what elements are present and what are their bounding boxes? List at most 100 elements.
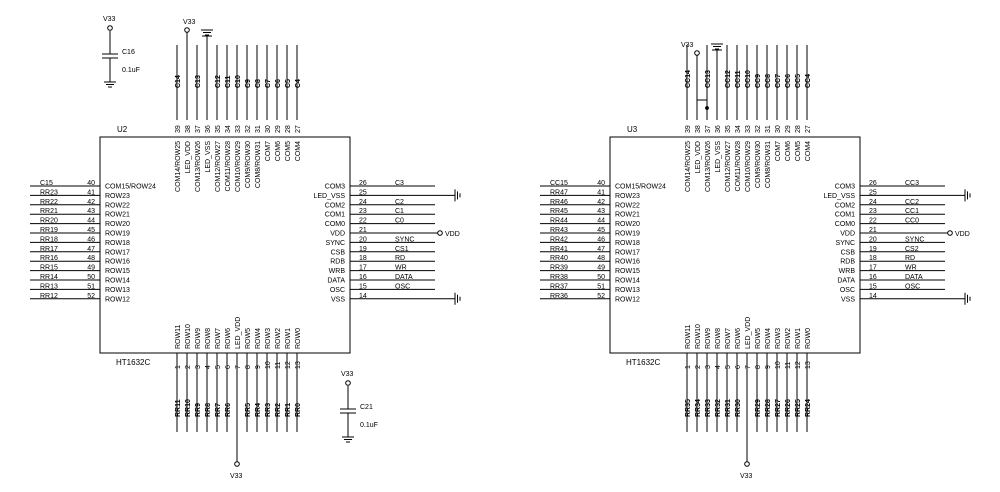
pin-number: 13: [805, 361, 812, 369]
pin-name: COM7: [265, 141, 272, 161]
pin-number: 29: [785, 125, 792, 133]
net-label: RR37: [550, 283, 568, 290]
pin-name: COM11/ROW28: [735, 141, 742, 192]
power-port-icon: [107, 25, 113, 31]
pin-number: 41: [87, 189, 95, 196]
pin-number: 44: [597, 218, 605, 225]
net-label: RR10: [185, 399, 192, 417]
pin-number: 17: [359, 265, 367, 272]
capacitor-reference: C21: [360, 404, 373, 411]
pin-name: VDD: [330, 231, 345, 238]
pin-number: 7: [235, 365, 242, 369]
net-label: DATA: [905, 274, 923, 281]
net-label: DATA: [395, 274, 413, 281]
pin-name: VSS: [841, 296, 855, 303]
pin-number: 46: [87, 236, 95, 243]
pin-number: 48: [87, 255, 95, 262]
pin-name: ROW22: [105, 202, 130, 209]
pin-name: OSC: [330, 287, 345, 294]
pin-name: ROW11: [175, 325, 182, 349]
pin-number: 50: [87, 274, 95, 281]
chip-part-number: HT1632C: [626, 358, 660, 367]
net-label: C13: [195, 75, 202, 88]
net-label: CC3: [905, 180, 919, 187]
pin-name: COM0: [835, 221, 855, 228]
pin-name: ROW8: [715, 328, 722, 349]
net-label: C14: [175, 75, 182, 88]
net-label: CC9: [755, 74, 762, 88]
chip-u2: U2HT1632C39COM14/ROW25C1438LED_VDD37COM1…: [30, 19, 461, 480]
net-label: RR46: [550, 199, 568, 206]
pin-number: 3: [705, 365, 712, 369]
net-label: RR0: [295, 403, 302, 417]
net-label: C7: [265, 79, 272, 88]
pin-name: ROW14: [105, 278, 130, 285]
ground-icon: [454, 292, 461, 305]
chip-part-number: HT1632C: [116, 358, 150, 367]
pin-number: 52: [87, 293, 95, 300]
pin-name: COM4: [295, 141, 302, 161]
net-label: RR22: [40, 199, 58, 206]
pin-number: 14: [869, 293, 877, 300]
chip-reference: U3: [627, 125, 638, 134]
pin-number: 1: [175, 365, 182, 369]
pin-name: ROW1: [795, 328, 802, 349]
net-label: RR45: [550, 208, 568, 215]
pin-name: LED_VDD: [185, 141, 192, 173]
pin-name: COM12/ROW27: [725, 141, 732, 192]
pin-name: ROW11: [685, 325, 692, 349]
pin-name: COM9/ROW30: [755, 141, 762, 188]
net-label: CS2: [905, 246, 919, 253]
net-label: CC10: [745, 70, 752, 88]
net-label: RR31: [725, 399, 732, 417]
pin-name: ROW1: [285, 328, 292, 349]
pin-number: 35: [725, 125, 732, 133]
pin-number: 9: [255, 365, 262, 369]
net-label: C9: [245, 79, 252, 88]
chip-body: [609, 136, 861, 354]
pin-number: 16: [359, 274, 367, 281]
chip-reference: U2: [117, 125, 128, 134]
ground-icon: [201, 29, 213, 36]
pin-name: ROW18: [615, 240, 640, 247]
pin-name: ROW21: [615, 212, 640, 219]
ground-icon: [104, 81, 116, 88]
pin-number: 49: [597, 265, 605, 272]
net-label: RR11: [175, 399, 182, 417]
pin-name: ROW3: [775, 328, 782, 349]
pin-name: COM10/ROW29: [745, 141, 752, 192]
net-label: C5: [285, 79, 292, 88]
net-label: RR38: [550, 274, 568, 281]
pin-name: ROW15: [615, 268, 640, 275]
pin-name: ROW2: [275, 328, 282, 349]
net-label: CC12: [725, 70, 732, 88]
pin-number: 12: [795, 361, 802, 369]
pin-number: 20: [359, 236, 367, 243]
pin-number: 9: [765, 365, 772, 369]
pin-number: 43: [87, 208, 95, 215]
ground-icon: [454, 189, 461, 202]
